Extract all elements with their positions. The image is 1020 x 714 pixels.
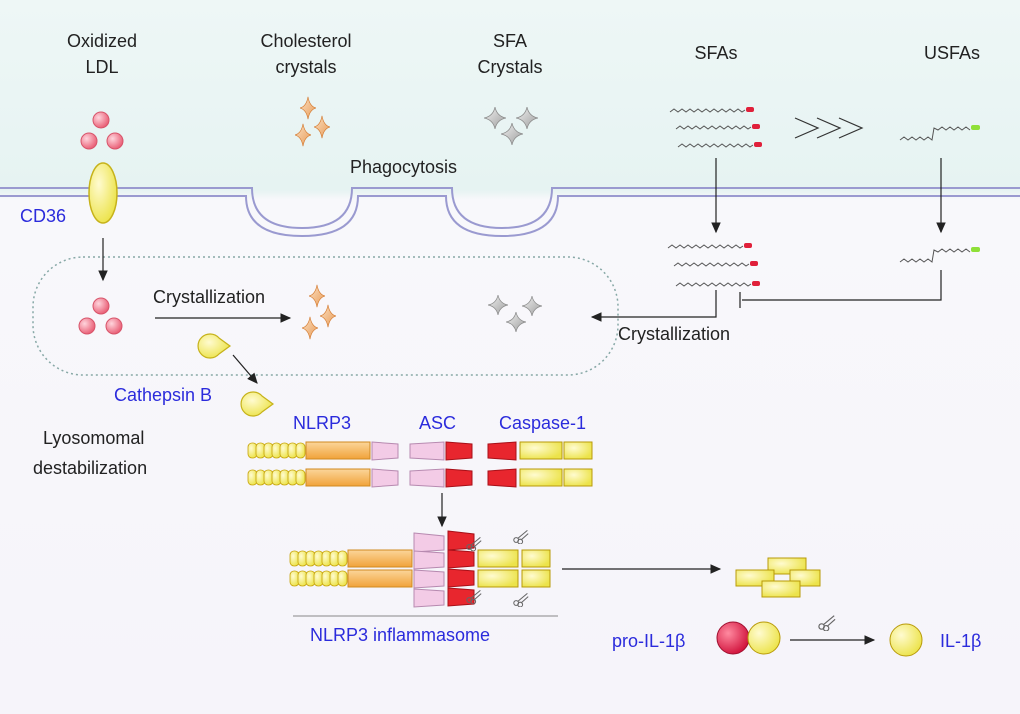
cholesterol-crystals-outside	[295, 96, 330, 147]
label-usfas: USFAs	[923, 43, 980, 63]
active-caspase1	[735, 557, 821, 598]
label-sfas: SFAs	[694, 43, 738, 63]
label-crystallization-lysosome: Crystallization	[153, 287, 266, 307]
label-crystallization-right: Crystallization	[618, 324, 731, 344]
usfa-chain-outside	[899, 125, 980, 141]
inhibition-line-usfa	[739, 270, 942, 308]
label-destabilization: destabilization	[33, 458, 148, 478]
usfa-chain-inside	[899, 247, 980, 263]
arrow-crystallization-sfa	[590, 290, 717, 322]
label-il1b: IL-1β	[940, 631, 982, 651]
label-lyosomomal: Lyosomomal	[43, 428, 145, 448]
cathepsin-b-shapes	[197, 333, 275, 417]
label-nlrp3-inflammasome: NLRP3 inflammasome	[310, 625, 491, 645]
label-oxidized: Oxidized	[66, 31, 138, 51]
nlrp3-components	[247, 441, 399, 488]
label-sfa: SFA	[492, 31, 527, 51]
caspase1-components	[487, 441, 593, 488]
sfa-heads-inside	[744, 243, 760, 286]
cholesterol-crystals-inside	[302, 284, 336, 340]
ldl-particles-inside	[78, 297, 123, 335]
sfa-crystals-outside	[484, 107, 538, 145]
sfa-chains-inside	[667, 244, 752, 287]
label-lysosomal-destabilization: Lyosomomal destabilization	[33, 425, 147, 481]
nlrp3-inflammasome-complex	[289, 530, 551, 608]
label-cd36: CD36	[20, 206, 67, 226]
label-nlrp3: NLRP3	[293, 413, 352, 433]
label-pro-il1b: pro-IL-1β	[612, 631, 686, 651]
arrow-cathepsin-release	[232, 354, 258, 384]
il1b-molecule	[889, 623, 923, 657]
sfa-crystals-inside	[488, 295, 542, 332]
asc-components	[409, 441, 473, 488]
cd36-receptor	[88, 162, 118, 224]
label-cholesterol: Cholesterol	[260, 31, 352, 51]
sfa-heads-outside	[746, 107, 762, 147]
cell-membrane	[0, 187, 1020, 238]
scissors-icon	[466, 529, 529, 607]
label-cathepsin-b: Cathepsin B	[114, 385, 213, 405]
label-asc: ASC	[419, 413, 457, 433]
sfa-chains-outside	[669, 108, 754, 148]
label-cholesterol-crystals: Cholesterol crystals	[246, 28, 366, 80]
ldl-particles-outside	[80, 111, 124, 150]
label-crystals: crystals	[275, 57, 337, 77]
label-phagocytosis: Phagocytosis	[350, 157, 458, 177]
label-oxidized-ldl: Oxidized LDL	[52, 28, 152, 80]
scissors-icon-il1b	[818, 615, 836, 631]
pro-il1b-molecule	[716, 621, 781, 655]
triple-chevron-icon	[794, 117, 864, 139]
label-sfa-crystals: SFA Crystals	[460, 28, 560, 80]
label-caspase1: Caspase-1	[499, 413, 587, 433]
label-crystals-sfa: Crystals	[477, 57, 543, 77]
label-ldl: LDL	[85, 57, 119, 77]
